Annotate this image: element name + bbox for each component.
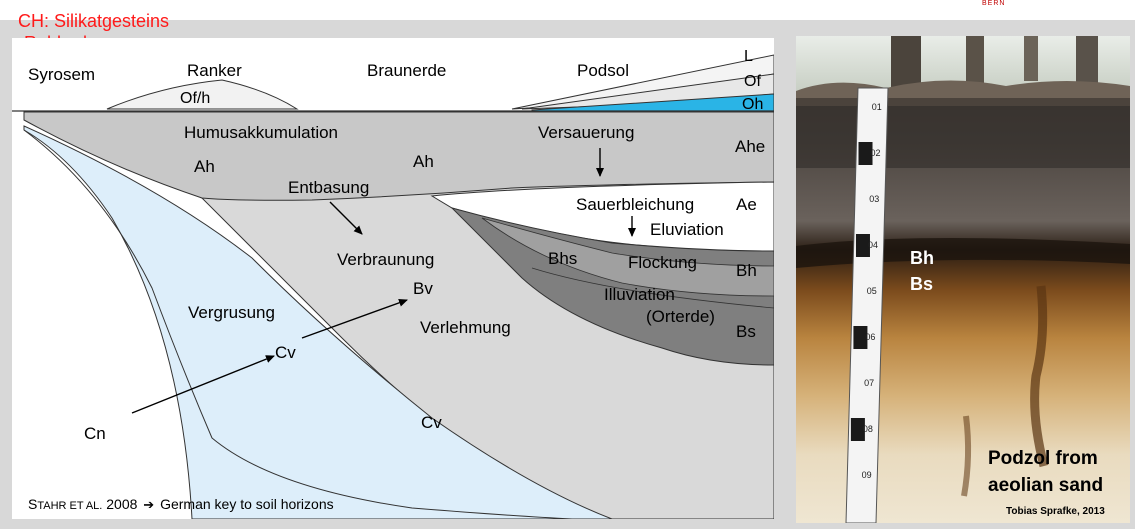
label-entbasung: Entbasung bbox=[288, 178, 369, 197]
label-ahe: Ahe bbox=[735, 137, 765, 156]
label-vergrusung: Vergrusung bbox=[188, 303, 275, 322]
photo-credit: Tobias Sprafke, 2013 bbox=[1006, 506, 1105, 517]
label-sauerbleichung: Sauerbleichung bbox=[576, 195, 694, 214]
label-humusakkumulation: Humusakkumulation bbox=[184, 123, 338, 142]
cv-weathering-zone bbox=[23, 125, 613, 519]
cv-lower-boundary bbox=[23, 129, 573, 519]
ruler-number: 06 bbox=[865, 332, 875, 342]
label-verlehmung: Verlehmung bbox=[420, 318, 511, 337]
diagram-svg: Syrosem Ranker Braunerde Podsol Of/h L O… bbox=[12, 48, 774, 519]
label-ranker-ofh: Of/h bbox=[180, 90, 210, 107]
soil-development-diagram: Syrosem Ranker Braunerde Podsol Of/h L O… bbox=[12, 38, 774, 519]
ruler-number: 08 bbox=[863, 424, 873, 434]
label-illuviation: Illuviation bbox=[604, 285, 675, 304]
entbasung-arrow bbox=[329, 201, 363, 235]
illuvial-inner-band bbox=[481, 217, 774, 297]
university-logo: BERN bbox=[982, 0, 1006, 7]
label-ae: Ae bbox=[736, 195, 757, 214]
ruler-number: 02 bbox=[871, 148, 881, 158]
label-cv-upper: Cv bbox=[275, 343, 296, 362]
label-bv: Bv bbox=[413, 279, 433, 298]
citation-author-rest: TAHR ET AL. bbox=[37, 500, 103, 512]
label-cn: Cn bbox=[84, 424, 106, 443]
photo-caption-line1: Podzol from bbox=[988, 448, 1098, 469]
humus-zone bbox=[23, 111, 774, 201]
label-l: L bbox=[744, 48, 753, 65]
citation-year: 2008 bbox=[106, 496, 138, 512]
label-cv-lower: Cv bbox=[421, 413, 442, 432]
ruler-block bbox=[850, 418, 865, 441]
label-flockung: Flockung bbox=[628, 253, 697, 272]
label-ah-center: Ah bbox=[413, 152, 434, 171]
citation-text: German key to soil horizons bbox=[160, 496, 334, 512]
label-ranker: Ranker bbox=[187, 61, 242, 80]
ruler-number: 09 bbox=[862, 470, 872, 480]
ruler-block bbox=[855, 234, 870, 257]
ruler-number: 05 bbox=[867, 286, 877, 296]
label-bs: Bs bbox=[736, 322, 756, 341]
slide-title-line1: CH: Silikatgesteins bbox=[18, 11, 170, 31]
label-bhs: Bhs bbox=[548, 249, 577, 268]
ruler-number: 07 bbox=[864, 378, 874, 388]
tree-trunk bbox=[1024, 36, 1038, 81]
right-arrow-icon: ➔ bbox=[143, 497, 155, 512]
label-orterde: (Orterde) bbox=[646, 307, 715, 326]
ruler-number: 01 bbox=[872, 102, 882, 112]
podzol-photo: 01 02 03 04 05 06 07 08 09 Bh Bs Podzol from aeo… bbox=[796, 36, 1130, 523]
tree-trunk bbox=[966, 36, 984, 86]
photo-svg: 01 02 03 04 05 06 07 08 09 Bh Bs Podzol from aeo… bbox=[796, 36, 1130, 523]
cv-to-bv-arrow bbox=[301, 298, 408, 339]
citation-author-first: S bbox=[28, 496, 38, 512]
ruler-marks: 01 02 03 04 05 06 07 08 09 bbox=[850, 102, 882, 480]
photo-caption-line2: aeolian sand bbox=[988, 475, 1103, 496]
label-oh: Oh bbox=[742, 96, 763, 113]
label-braunerde: Braunerde bbox=[367, 61, 446, 80]
label-ah-left: Ah bbox=[194, 157, 215, 176]
ranker-organic-mound bbox=[106, 79, 299, 110]
label-eluviation: Eluviation bbox=[650, 220, 724, 239]
label-bh: Bh bbox=[736, 261, 757, 280]
ruler-number: 03 bbox=[869, 194, 879, 204]
label-syrosem: Syrosem bbox=[28, 65, 95, 84]
tree-trunk bbox=[891, 36, 921, 91]
ruler-block bbox=[853, 326, 868, 349]
ruler-block bbox=[858, 142, 873, 165]
label-podsol: Podsol bbox=[577, 61, 629, 80]
photo-horizon-bs: Bs bbox=[910, 274, 933, 294]
measuring-ruler bbox=[845, 87, 889, 523]
photo-horizon-bh: Bh bbox=[910, 248, 934, 268]
ruler-number: 04 bbox=[868, 240, 878, 250]
cn-to-cv-arrow bbox=[131, 355, 275, 414]
label-versauerung: Versauerung bbox=[538, 123, 634, 142]
label-of: Of bbox=[744, 73, 761, 90]
citation: STAHR ET AL. 2008 ➔ German key to soil h… bbox=[28, 496, 334, 513]
label-verbraunung: Verbraunung bbox=[337, 250, 434, 269]
